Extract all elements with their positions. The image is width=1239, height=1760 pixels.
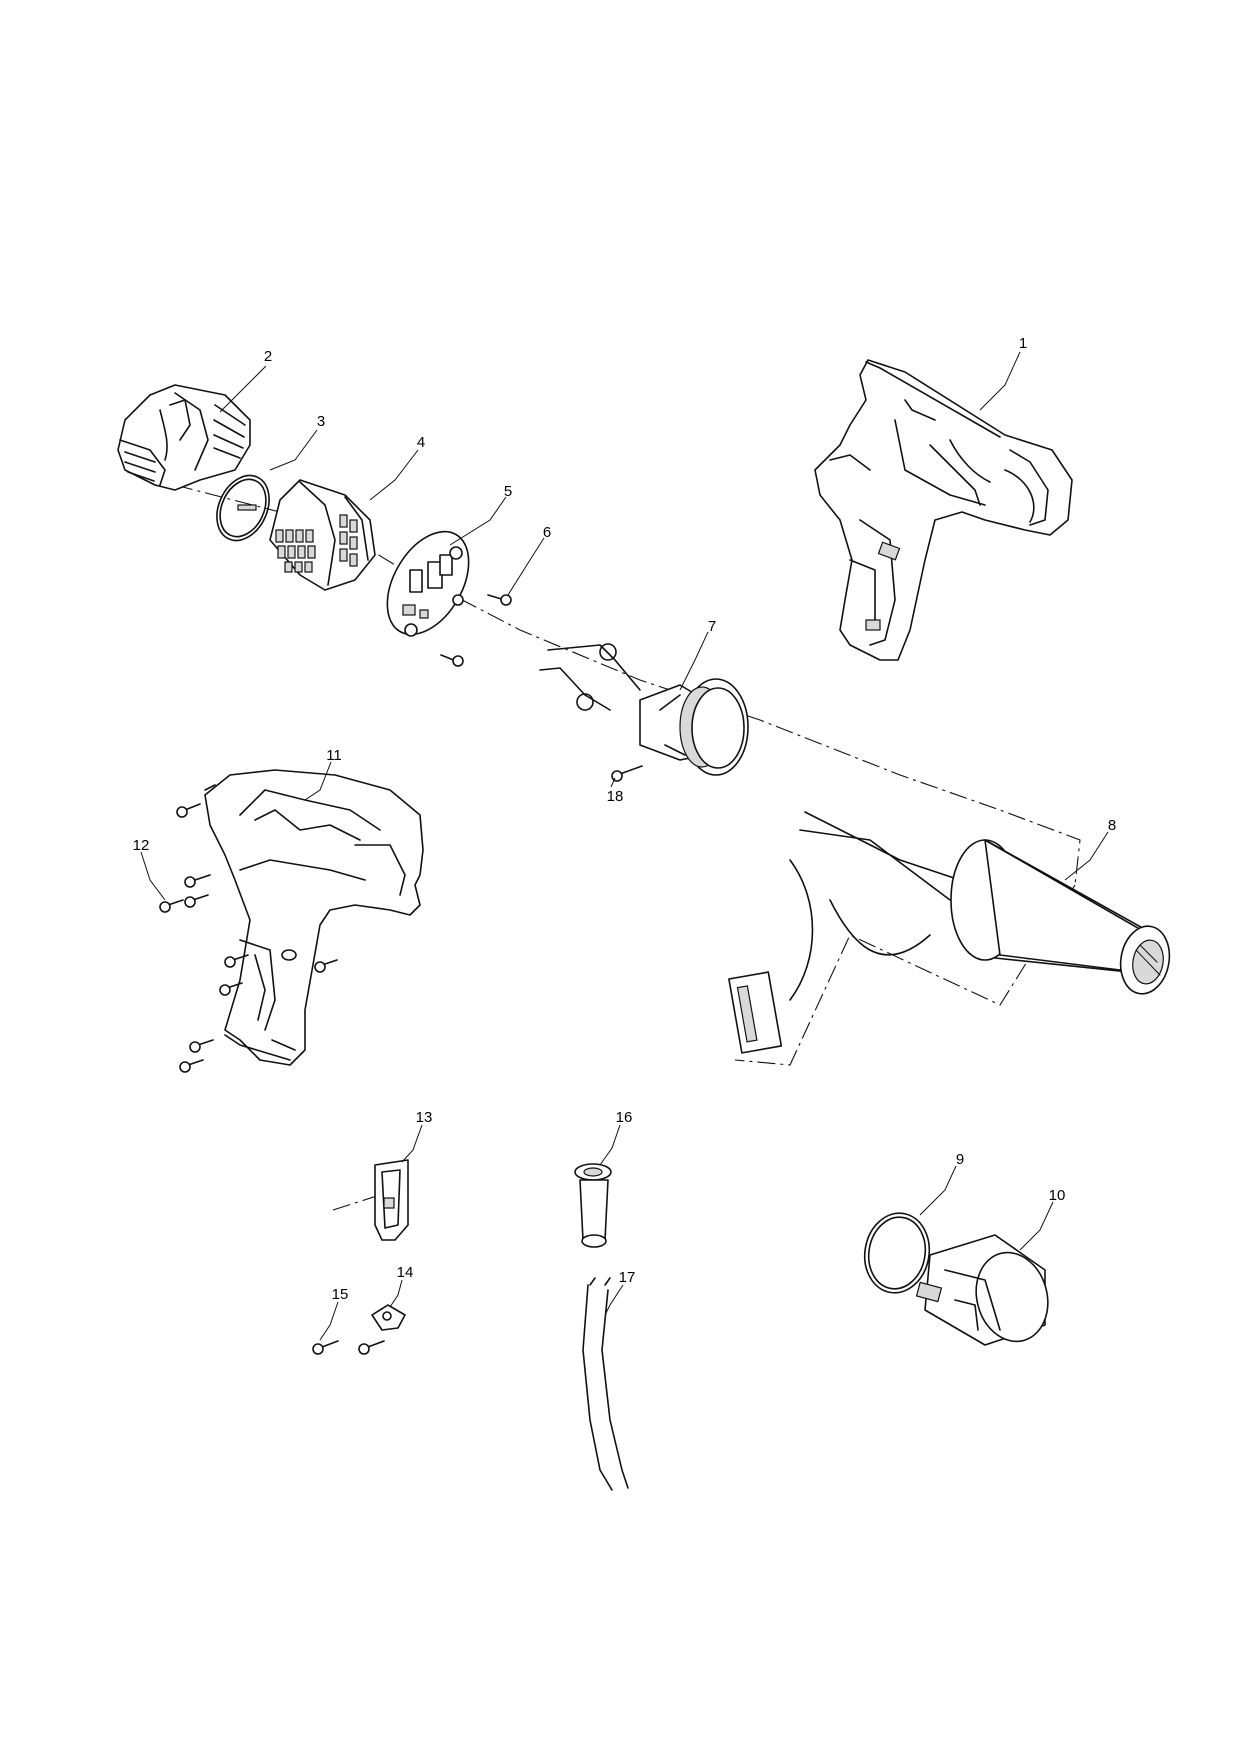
circuit-plate-part[interactable] <box>371 518 486 649</box>
part-label-3: 3 <box>317 413 325 430</box>
front-nozzle-part[interactable] <box>915 1234 1058 1350</box>
part-label-13: 13 <box>416 1109 433 1126</box>
part-label-17: 17 <box>619 1269 636 1286</box>
part-label-10: 10 <box>1049 1187 1066 1204</box>
part-label-7: 7 <box>708 618 716 635</box>
plate-screw-part[interactable] <box>440 594 512 667</box>
part-number-labels: 1 2 3 4 5 6 7 8 9 10 11 12 13 14 15 16 1… <box>133 335 1117 1303</box>
part-label-2: 2 <box>264 348 272 365</box>
part-label-16: 16 <box>616 1109 633 1126</box>
housing-half-left-part[interactable] <box>204 769 424 1066</box>
part-label-1: 1 <box>1019 335 1027 352</box>
air-grille-cage-part[interactable] <box>269 479 376 591</box>
retaining-ring-part[interactable] <box>207 467 279 549</box>
part-label-15: 15 <box>332 1286 349 1303</box>
housing-screws-part[interactable] <box>159 803 338 1073</box>
clamp-screws-part[interactable] <box>312 1340 385 1355</box>
cage-slots <box>275 514 358 573</box>
part-label-18: 18 <box>607 788 624 805</box>
part-label-14: 14 <box>397 1264 414 1281</box>
part-label-8: 8 <box>1108 817 1116 834</box>
housing-half-right-part[interactable] <box>814 359 1073 661</box>
part-label-4: 4 <box>417 434 425 451</box>
leader-lines <box>140 351 1109 1341</box>
motor-fan-part[interactable] <box>539 643 749 776</box>
part-label-12: 12 <box>133 837 150 854</box>
motor-screw-part[interactable] <box>611 765 643 782</box>
rear-grille-cap-part[interactable] <box>117 384 251 491</box>
part-label-5: 5 <box>504 483 512 500</box>
power-cord-part[interactable] <box>582 1277 629 1491</box>
part-label-9: 9 <box>956 1151 964 1168</box>
heating-element-tube-part[interactable] <box>728 811 1175 1054</box>
part-label-6: 6 <box>543 524 551 541</box>
nozzle-ring-part[interactable] <box>859 1208 936 1298</box>
cord-protector-part[interactable] <box>574 1163 612 1248</box>
cord-clamp-part[interactable] <box>371 1304 406 1331</box>
switch-clip-part[interactable] <box>374 1159 409 1241</box>
part-label-11: 11 <box>326 747 342 764</box>
